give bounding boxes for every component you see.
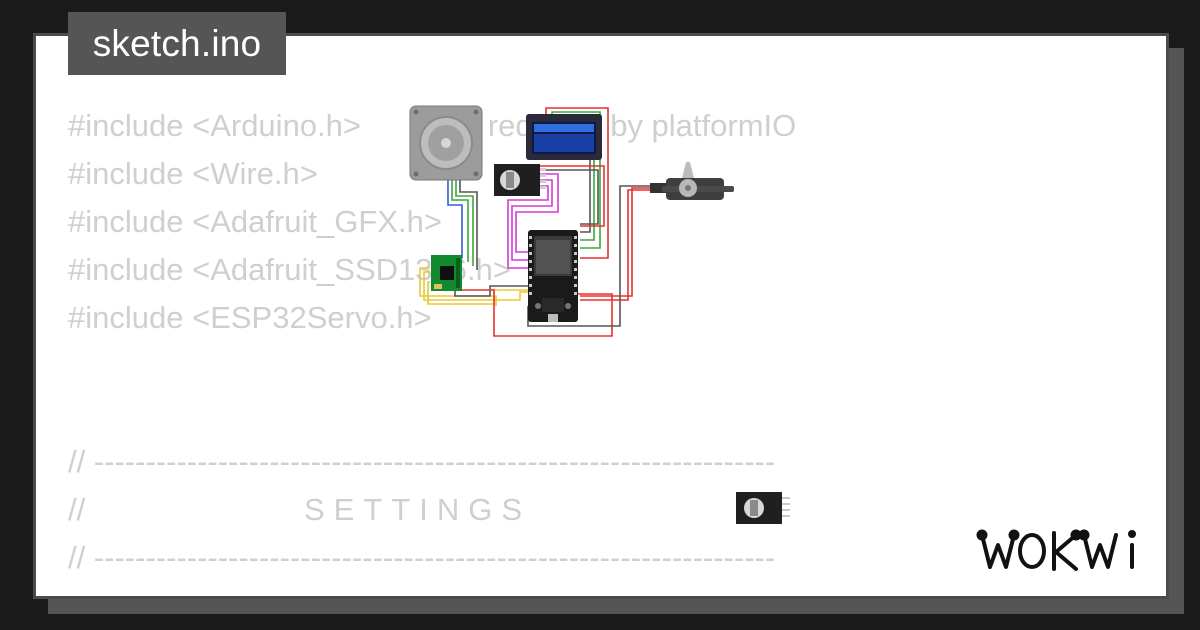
settings-heading: SETTINGS <box>304 492 532 527</box>
encoder-icon <box>736 492 790 524</box>
code-divider: // -------------------------------------… <box>68 444 776 479</box>
code-divider: // -------------------------------------… <box>68 540 776 575</box>
code-line: // <box>68 492 86 527</box>
code-line: #include <Adafruit_SSD1306.h> <box>68 252 511 287</box>
file-tab[interactable]: sketch.ino <box>68 12 286 75</box>
wokwi-logo[interactable] <box>976 525 1150 575</box>
code-line: #include <Adafruit_GFX.h> <box>68 204 442 239</box>
code-line: #include <ESP32Servo.h> <box>68 300 432 335</box>
code-line: #include <Arduino.h> <box>68 108 362 143</box>
code-comment: // required by platformIO <box>462 108 797 143</box>
code-line: #include <Wire.h> <box>68 156 318 191</box>
